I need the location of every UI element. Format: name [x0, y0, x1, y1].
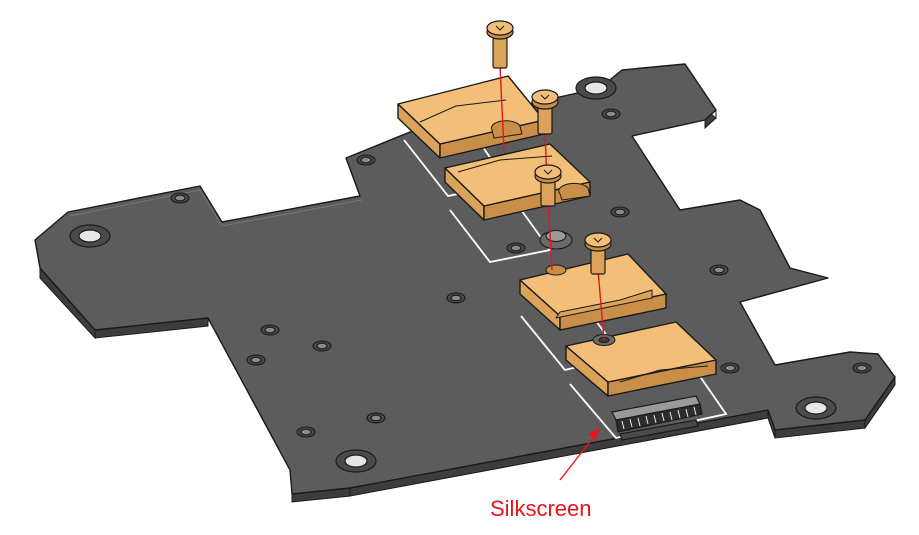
center-standoff	[539, 229, 573, 250]
pad-crease	[619, 365, 709, 383]
mounting-holes	[69, 76, 837, 473]
via	[366, 412, 386, 424]
callout-arrowhead	[588, 428, 600, 440]
silkscreen-outline-2	[449, 199, 552, 263]
guide-line-3	[547, 195, 553, 271]
via	[296, 426, 316, 438]
via	[709, 264, 729, 276]
callout-leader-line	[559, 433, 597, 481]
connector-pins	[621, 406, 697, 430]
connector-tab	[619, 419, 699, 441]
via	[610, 206, 630, 218]
connector-top	[611, 395, 701, 421]
pad-ledge	[555, 289, 653, 319]
via	[506, 242, 526, 254]
mounting-hole-bottom-left	[335, 449, 377, 473]
pad-top	[565, 321, 717, 383]
mounting-hole-left	[69, 224, 111, 248]
guide-line-1	[499, 65, 505, 151]
screw-2	[531, 89, 559, 135]
via	[720, 362, 740, 374]
pad-screw-hole	[545, 264, 567, 276]
mounting-hole-top-right	[575, 76, 617, 100]
guide-line-4	[597, 269, 605, 341]
thermal-pad-3	[519, 253, 667, 331]
callout-label: Silkscreen	[490, 496, 591, 521]
silkscreen-callout: Silkscreen	[490, 428, 600, 521]
screw-3	[534, 164, 562, 207]
via	[312, 340, 332, 352]
via	[260, 324, 280, 336]
thermal-pad-2	[444, 143, 591, 221]
via	[601, 108, 621, 120]
thermal-pad-1	[397, 75, 545, 159]
via	[356, 154, 376, 166]
mounting-hole-bottom-right	[795, 396, 837, 420]
pad-top	[444, 143, 591, 207]
pad-notch	[558, 182, 591, 201]
pad-notch	[490, 120, 523, 139]
board-top-highlight	[69, 189, 363, 227]
pad-crease	[419, 99, 507, 123]
screw-1	[486, 20, 514, 69]
via	[852, 362, 872, 374]
screw-4	[584, 232, 612, 275]
pad-crease	[457, 155, 553, 173]
vias	[170, 108, 872, 438]
via	[446, 292, 466, 304]
thermal-pad-4	[565, 321, 717, 397]
via	[246, 354, 266, 366]
board-connector	[611, 395, 703, 441]
via	[170, 192, 190, 204]
